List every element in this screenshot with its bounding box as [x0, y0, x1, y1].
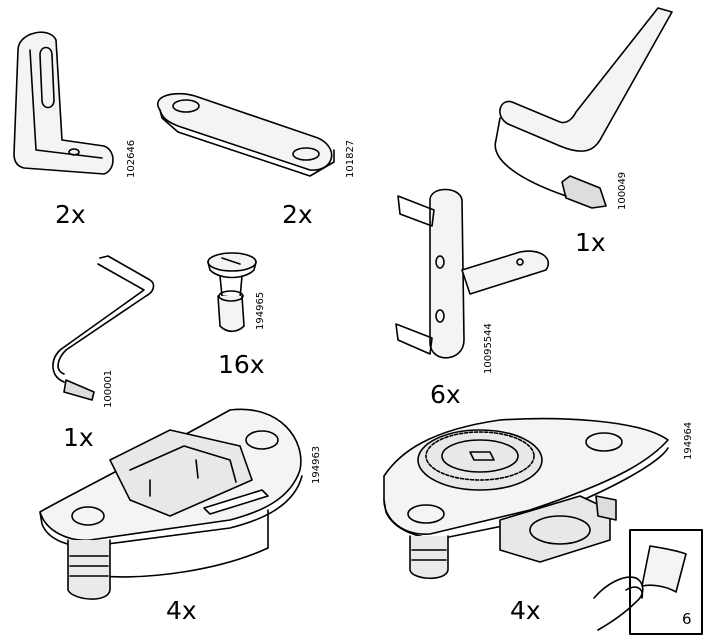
quantity-shelf-support: 6x	[430, 380, 461, 409]
angle-bracket-part	[13, 31, 114, 175]
shelf-support-part	[395, 188, 549, 359]
base-plate-with-ring-part	[383, 417, 669, 580]
quantity-angle-bracket: 2x	[55, 200, 86, 229]
part-number-flat-connector: 101827	[345, 139, 356, 178]
part-number-allen-key-large: 100049	[617, 171, 628, 210]
quantity-allen-key-small: 1x	[63, 423, 94, 452]
part-number-allen-key-small: 100001	[103, 369, 114, 408]
allen-key-small-part	[52, 255, 155, 401]
page-number: 6	[682, 610, 692, 628]
quantity-allen-key-large: 1x	[575, 228, 606, 257]
quantity-base-plate-adjuster: 4x	[166, 596, 197, 625]
quantity-cam-bolt: 16x	[218, 350, 265, 379]
part-number-base-plate-adjuster: 194963	[311, 445, 322, 484]
part-number-angle-bracket: 102646	[126, 139, 137, 178]
page-turn-icon	[593, 529, 703, 635]
flat-connector-part	[157, 92, 335, 177]
allen-key-large-part	[494, 7, 673, 209]
base-plate-adjuster-part	[39, 408, 303, 600]
quantity-base-plate-with-ring: 4x	[510, 596, 541, 625]
part-number-cam-bolt: 194965	[255, 291, 266, 330]
cam-bolt-part	[207, 252, 257, 333]
part-number-shelf-support: 10095544	[483, 323, 494, 374]
part-number-base-plate-with-ring: 194964	[683, 421, 694, 460]
quantity-flat-connector: 2x	[282, 200, 313, 229]
